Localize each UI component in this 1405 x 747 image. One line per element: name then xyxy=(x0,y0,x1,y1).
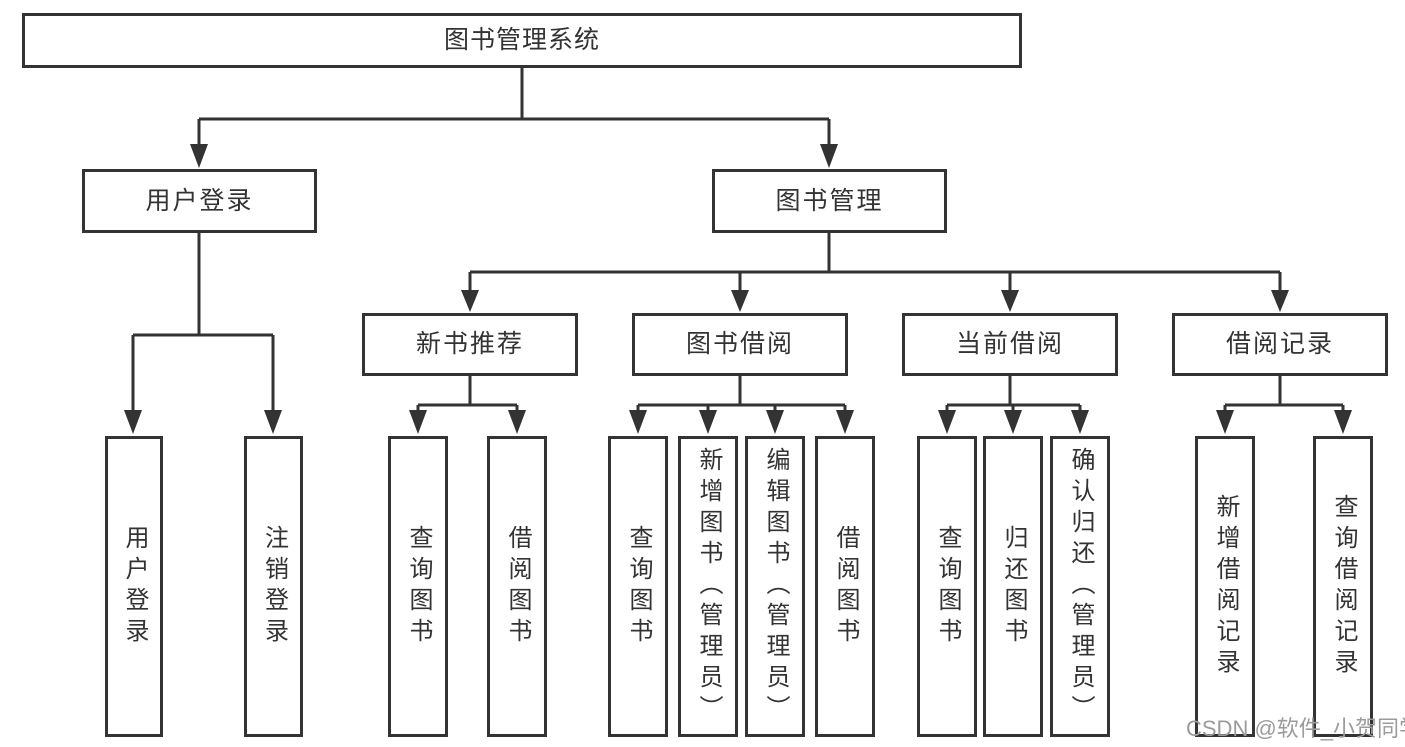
leaf-records-add-record: 新增借阅记录 xyxy=(1195,436,1255,737)
node-new-book-recommend-label: 新书推荐 xyxy=(415,330,524,358)
connector-book-borrow-children xyxy=(629,376,854,434)
leaf-current-query-books: 查询图书 xyxy=(917,436,977,737)
node-book-borrow-label: 图书借阅 xyxy=(685,330,794,358)
leaf-borrow-borrow-books-label: 借阅图书 xyxy=(832,524,859,649)
leaf-borrow-query-books: 查询图书 xyxy=(608,436,668,737)
leaf-newbook-borrow-books-label: 借阅图书 xyxy=(504,524,531,649)
leaf-borrow-edit-books-admin-label: 编辑图书（管理员） xyxy=(762,447,789,726)
node-new-book-recommend: 新书推荐 xyxy=(362,313,578,376)
leaf-current-query-books-label: 查询图书 xyxy=(934,524,961,649)
leaf-borrow-add-books-admin: 新增图书（管理员） xyxy=(678,436,738,737)
node-user-login: 用户登录 xyxy=(82,169,317,233)
node-library-system-label: 图书管理系统 xyxy=(443,26,600,54)
leaf-user-login-label: 用户登录 xyxy=(121,524,148,649)
leaf-current-return-books: 归还图书 xyxy=(983,436,1043,737)
node-book-management-label: 图书管理 xyxy=(775,186,884,215)
leaf-borrow-borrow-books: 借阅图书 xyxy=(815,436,875,737)
leaf-borrow-edit-books-admin: 编辑图书（管理员） xyxy=(745,436,805,737)
leaf-borrow-add-books-admin-label: 新增图书（管理员） xyxy=(695,447,722,726)
leaf-logout-label: 注销登录 xyxy=(260,524,288,649)
node-book-management: 图书管理 xyxy=(712,169,947,233)
node-library-system: 图书管理系统 xyxy=(22,13,1022,68)
leaf-borrow-query-books-label: 查询图书 xyxy=(625,524,652,649)
leaf-newbook-query-books-label: 查询图书 xyxy=(405,524,432,649)
node-borrow-records-label: 借阅记录 xyxy=(1225,330,1334,358)
connector-current-borrow-children xyxy=(938,376,1089,434)
node-user-login-label: 用户登录 xyxy=(145,186,254,215)
leaf-current-confirm-return-admin: 确认归还（管理员） xyxy=(1050,436,1110,737)
connector-user-login-children xyxy=(124,233,282,434)
leaf-current-return-books-label: 归还图书 xyxy=(1000,524,1027,649)
leaf-logout: 注销登录 xyxy=(244,436,303,737)
node-current-borrow-label: 当前借阅 xyxy=(955,330,1064,358)
node-book-borrow: 图书借阅 xyxy=(632,313,848,376)
csdn-watermark: CSDN @软件_小贺同学 xyxy=(1186,716,1405,741)
connector-root-to-level2 xyxy=(190,68,838,168)
connector-new-book-children xyxy=(409,376,526,434)
leaf-records-add-record-label: 新增借阅记录 xyxy=(1212,493,1239,680)
leaf-user-login: 用户登录 xyxy=(105,436,163,737)
leaf-newbook-query-books: 查询图书 xyxy=(388,436,448,737)
leaf-records-query-record-label: 查询借阅记录 xyxy=(1330,493,1357,680)
node-current-borrow: 当前借阅 xyxy=(902,313,1118,376)
connector-borrow-records-children xyxy=(1216,376,1352,434)
connector-book-management-children xyxy=(461,233,1289,312)
leaf-current-confirm-return-admin-label: 确认归还（管理员） xyxy=(1067,447,1094,726)
leaf-records-query-record: 查询借阅记录 xyxy=(1313,436,1373,737)
leaf-newbook-borrow-books: 借阅图书 xyxy=(487,436,547,737)
node-borrow-records: 借阅记录 xyxy=(1172,313,1388,376)
